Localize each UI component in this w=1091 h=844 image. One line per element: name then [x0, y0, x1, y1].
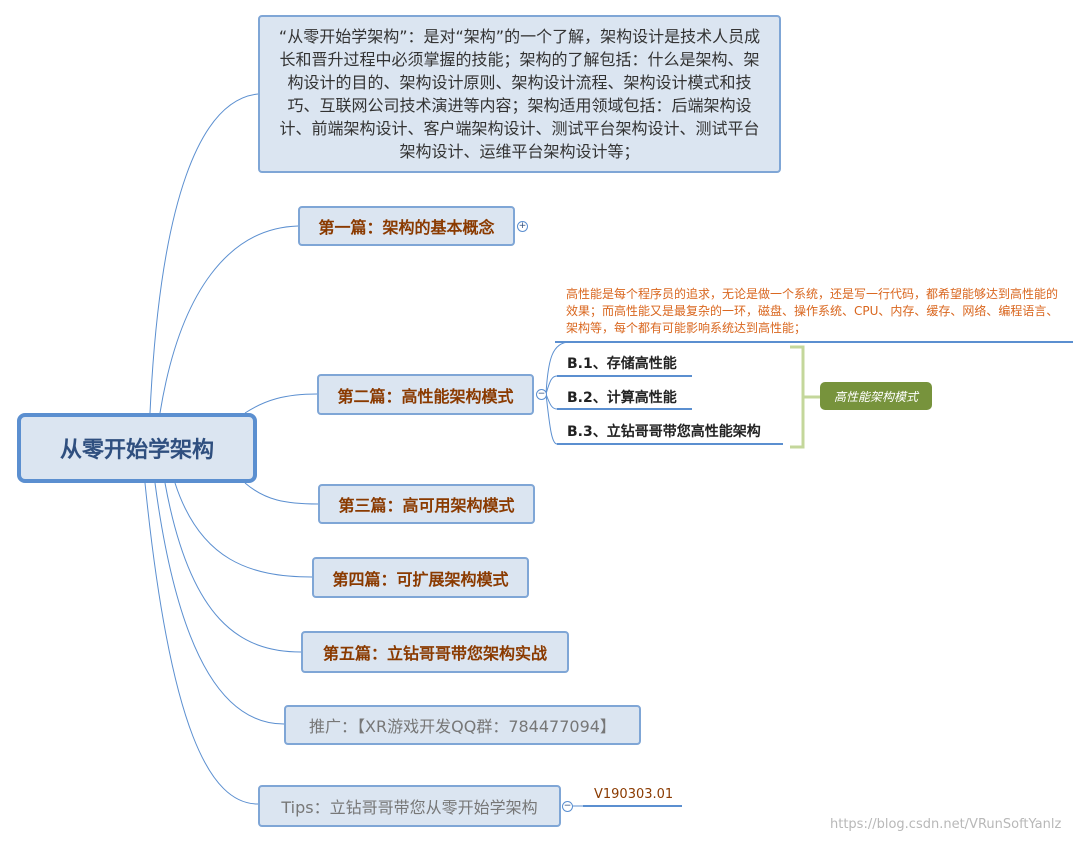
promo-label: 推广：【XR游戏开发QQ群：784477094】	[309, 717, 616, 736]
topic-chapter-2[interactable]: 第二篇：高性能架构模式	[317, 374, 534, 415]
branch-topic-2	[244, 393, 318, 414]
topic-chapter-3-label: 第三篇：高可用架构模式	[338, 496, 515, 515]
topic-chapter-5-label: 第五篇：立钻哥哥带您架构实战	[322, 644, 547, 663]
summary-bracket	[790, 345, 820, 449]
subtopic-perf-architecture[interactable]: B.3、立钻哥哥带您高性能架构	[567, 424, 761, 440]
summary-label[interactable]: 高性能架构模式	[820, 382, 932, 410]
expand-icon[interactable]: +	[517, 221, 528, 232]
tips-topic[interactable]: Tips：立钻哥哥带您从零开始学架构	[258, 785, 561, 827]
topic-chapter-1[interactable]: 第一篇：架构的基本概念	[298, 206, 515, 246]
branch-topic-5	[164, 482, 302, 653]
intro-topic[interactable]: “从零开始学架构”：是对“架构”的一个了解，架构设计是技术人员成长和晋升过程中必…	[258, 15, 781, 173]
branch-promo	[154, 482, 285, 725]
branch-sub-3	[545, 393, 558, 445]
branch-topic-3	[244, 482, 319, 505]
perf-note: 高性能是每个程序员的追求，无论是做一个系统，还是写一行代码，都希望能够达到高性能…	[566, 287, 1059, 335]
topic-chapter-1-label: 第一篇：架构的基本概念	[318, 218, 495, 237]
tips-label: Tips：立钻哥哥带您从零开始学架构	[281, 798, 538, 817]
summary-text: 高性能架构模式	[833, 389, 918, 404]
subtopic-compute-performance[interactable]: B.2、计算高性能	[567, 390, 677, 406]
root-label: 从零开始学架构	[59, 438, 214, 463]
branch-sub-2	[545, 393, 558, 410]
branch-topic-4	[174, 482, 313, 578]
root-topic[interactable]: 从零开始学架构	[17, 413, 257, 483]
topic-chapter-2-label: 第二篇：高性能架构模式	[337, 386, 514, 406]
topic-chapter-4-label: 第四篇：可扩展架构模式	[332, 569, 509, 589]
collapse-icon[interactable]: −	[536, 389, 547, 400]
topic-chapter-4[interactable]: 第四篇：可扩展架构模式	[312, 557, 529, 598]
version-label: V190303.01	[594, 787, 674, 802]
topic-chapter-3[interactable]: 第三篇：高可用架构模式	[318, 484, 535, 524]
branch-intro	[149, 93, 259, 414]
watermark: https://blog.csdn.net/VRunSoftYanlz	[830, 817, 1062, 832]
branch-topic-1	[159, 225, 299, 414]
subtopic-storage-performance[interactable]: B.1、存储高性能	[567, 356, 677, 372]
branch-sub-1	[545, 375, 558, 395]
topic-chapter-5[interactable]: 第五篇：立钻哥哥带您架构实战	[301, 631, 569, 673]
collapse-icon[interactable]: −	[562, 801, 573, 812]
promo-topic[interactable]: 推广：【XR游戏开发QQ群：784477094】	[284, 705, 641, 745]
intro-text: “从零开始学架构”：是对“架构”的一个了解，架构设计是技术人员成长和晋升过程中必…	[278, 27, 761, 161]
branch-tips	[144, 482, 259, 805]
